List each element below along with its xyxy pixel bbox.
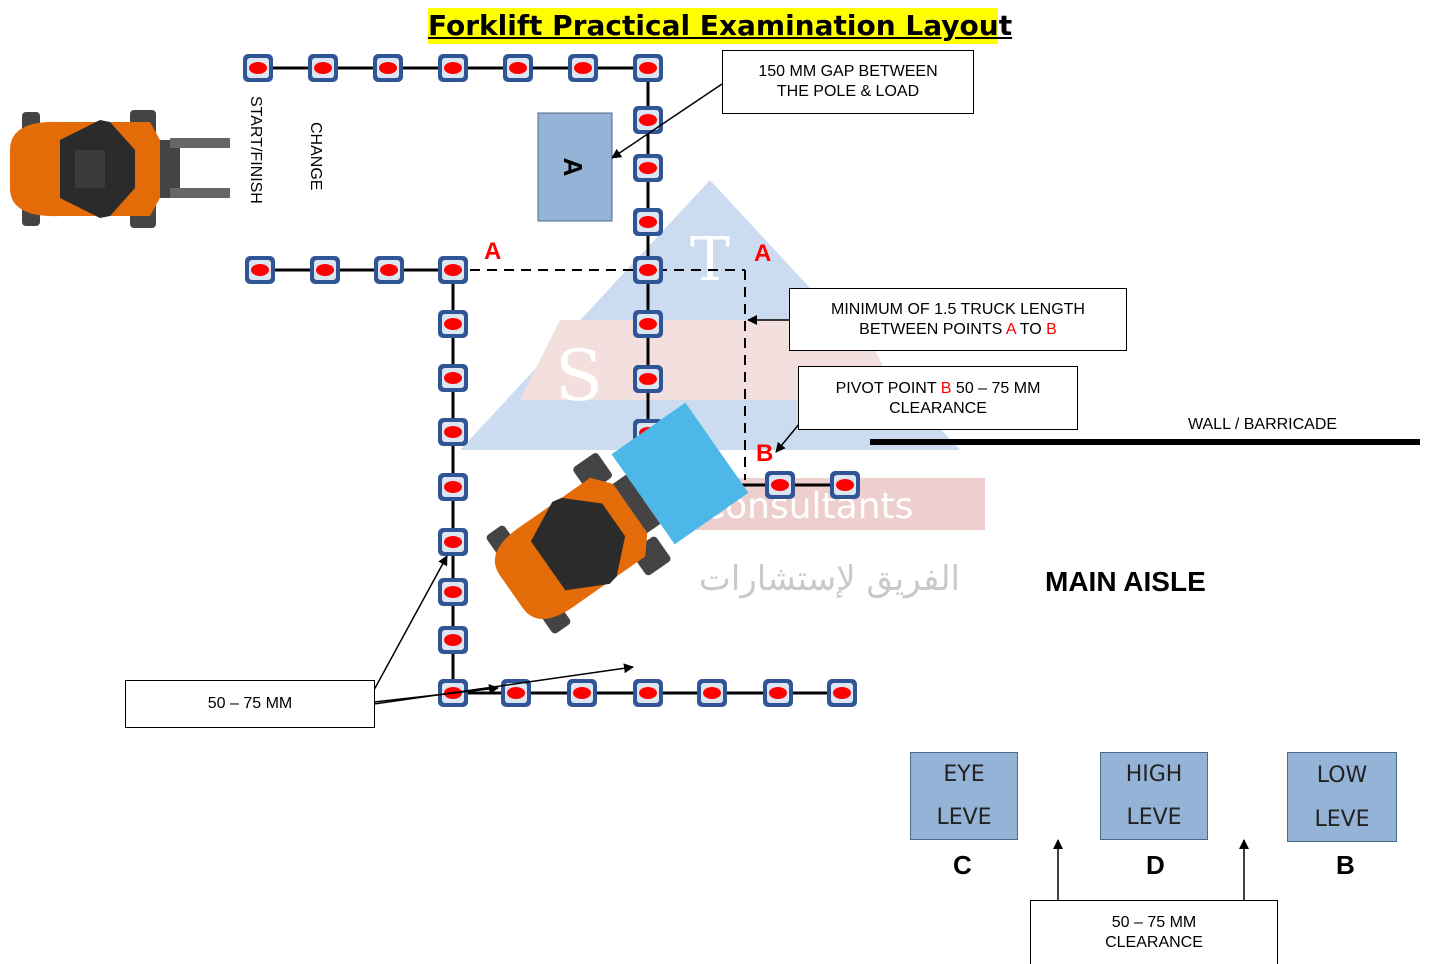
cones [243,54,860,707]
point-a-right: A [754,240,772,267]
cone [633,310,663,338]
callout-pivot: PIVOT POINT B 50 – 75 MM CLEARANCE [798,366,1078,430]
main-aisle-label: MAIN AISLE [1045,566,1206,597]
shelf-eye-line2: LEVE [936,805,992,830]
cone [503,54,533,82]
shelf-eye-line1: EYE [943,762,985,787]
cone [438,364,468,392]
forklift-turning [486,402,749,634]
cone [633,256,663,284]
callout-bottom-clearance: 50 – 75 MM CLEARANCE [1030,900,1278,964]
shelf-letter-c: C [953,850,972,880]
shelf-letter-d: D [1146,850,1165,880]
arrow-pivot [775,422,801,453]
callout-gap-text: 150 MM GAP BETWEEN THE POLE & LOAD [758,63,938,100]
page-title: Forklift Practical Examination Layout [428,8,1013,44]
shelf-low-line1: LOW [1316,762,1368,788]
cone [633,365,663,393]
shelf-high-line1: HIGH [1125,762,1183,787]
cone [765,471,795,499]
cone [243,54,273,82]
callout-truck-length-text: MINIMUM OF 1.5 TRUCK LENGTH BETWEEN POIN… [831,300,1085,338]
cone [308,54,338,82]
cone [438,578,468,606]
load-a-letter: A [558,158,588,177]
cone [438,310,468,338]
arrow-left-clearance-3 [373,663,634,705]
watermark-arabic: الفريق لإستشارات [699,559,960,599]
cone [310,256,340,284]
callout-gap: 150 MM GAP BETWEEN THE POLE & LOAD [722,50,974,114]
cone [438,626,468,654]
shelf-letter-b: B [1336,850,1355,880]
cone [567,679,597,707]
cone [374,256,404,284]
callout-left-clearance: 50 – 75 MM [125,680,375,728]
callout-left-clearance-text: 50 – 75 MM [207,695,293,712]
shelf-low-level: LOW LEVE [1287,752,1397,842]
cone [438,54,468,82]
cone [438,528,468,556]
wall-label: WALL / BARRICADE [1188,416,1338,433]
change-label: CHANGE [307,122,324,191]
callout-truck-length: MINIMUM OF 1.5 TRUCK LENGTH BETWEEN POIN… [789,288,1127,351]
shelf-high-line2: LEVE [1126,805,1182,830]
point-a-left: A [484,238,502,265]
cone [830,471,860,499]
start-finish-label: START/FINISH [247,96,264,204]
callout-pivot-text: PIVOT POINT B 50 – 75 MM CLEARANCE [835,380,1041,417]
cone [633,679,663,707]
cone [697,679,727,707]
dashed-guides [453,269,746,480]
shelf-eye-level: EYE LEVE [910,752,1018,840]
cone [501,679,531,707]
watermark-letter-s: S [555,335,603,417]
watermark-letter-t: T [690,225,730,295]
cone [373,54,403,82]
cone [438,418,468,446]
cone [633,208,663,236]
forklift-start [10,110,230,228]
cone [763,679,793,707]
cone [245,256,275,284]
cone [633,154,663,182]
cone [633,106,663,134]
cone [568,54,598,82]
shelf-low-line2: LEVE [1314,806,1370,832]
callout-bottom-clearance-text: 50 – 75 MM CLEARANCE [1105,913,1203,951]
point-b: B [756,440,774,467]
cone [438,256,468,284]
arrow-left-clearance-1 [373,555,448,691]
load-a-box [537,112,613,222]
cone [438,473,468,501]
cone [827,679,857,707]
arrow-gap [611,83,723,159]
cone [633,54,663,82]
arrows [373,83,1249,908]
shelf-high-level: HIGH LEVE [1100,752,1208,840]
